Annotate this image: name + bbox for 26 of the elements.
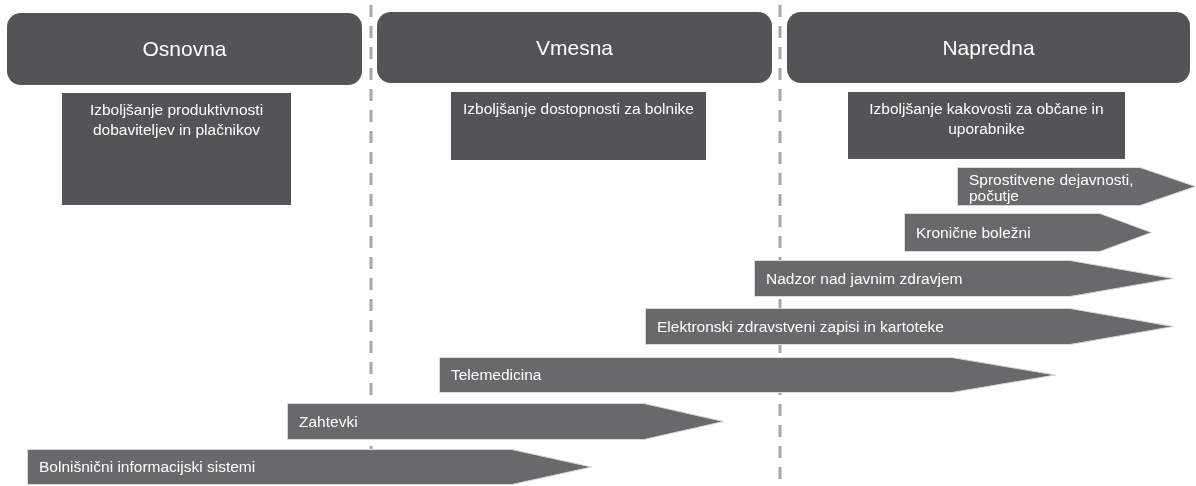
arrow-bar — [957, 167, 1196, 206]
stage-title: Vmesna — [535, 35, 613, 60]
bar-label: Telemedicina — [451, 367, 542, 383]
arrow-bar — [27, 449, 592, 485]
goal-text: Izboljšanje produktivnosti dobaviteljev in plačnikov — [88, 100, 265, 140]
bar-label: Bolnišnični informacijski sistemi — [39, 459, 256, 475]
bar-label: Kronične boležni — [916, 225, 1031, 241]
goal-box — [451, 92, 706, 160]
goal-text: Izboljšanje kakovosti za občane in uporabnike — [868, 99, 1105, 139]
stage-header — [377, 12, 772, 83]
stage-header — [787, 12, 1190, 83]
bar-label: Nadzor nad javnim zdravjem — [766, 270, 963, 287]
bar-label: Sprostitvene dejavnosti, počutje — [969, 171, 1135, 204]
bar-label: Zahtevki — [299, 413, 358, 430]
arrow-bar — [439, 357, 1056, 393]
arrow-bar — [645, 308, 1174, 345]
stage-title: Osnovna — [142, 37, 227, 61]
arrow-bar — [904, 213, 1152, 252]
goal-box — [848, 92, 1125, 159]
bar-label: Elektronski zdravstveni zapisi in kartoteke — [657, 318, 944, 335]
stage-header — [7, 13, 362, 85]
arrow-bar — [287, 403, 724, 440]
stage-title: Napredna — [942, 35, 1035, 60]
goal-text: Izboljšanje dostopnosti za bolnike — [463, 99, 694, 119]
goal-box — [62, 93, 291, 205]
arrow-bar — [754, 260, 1174, 297]
